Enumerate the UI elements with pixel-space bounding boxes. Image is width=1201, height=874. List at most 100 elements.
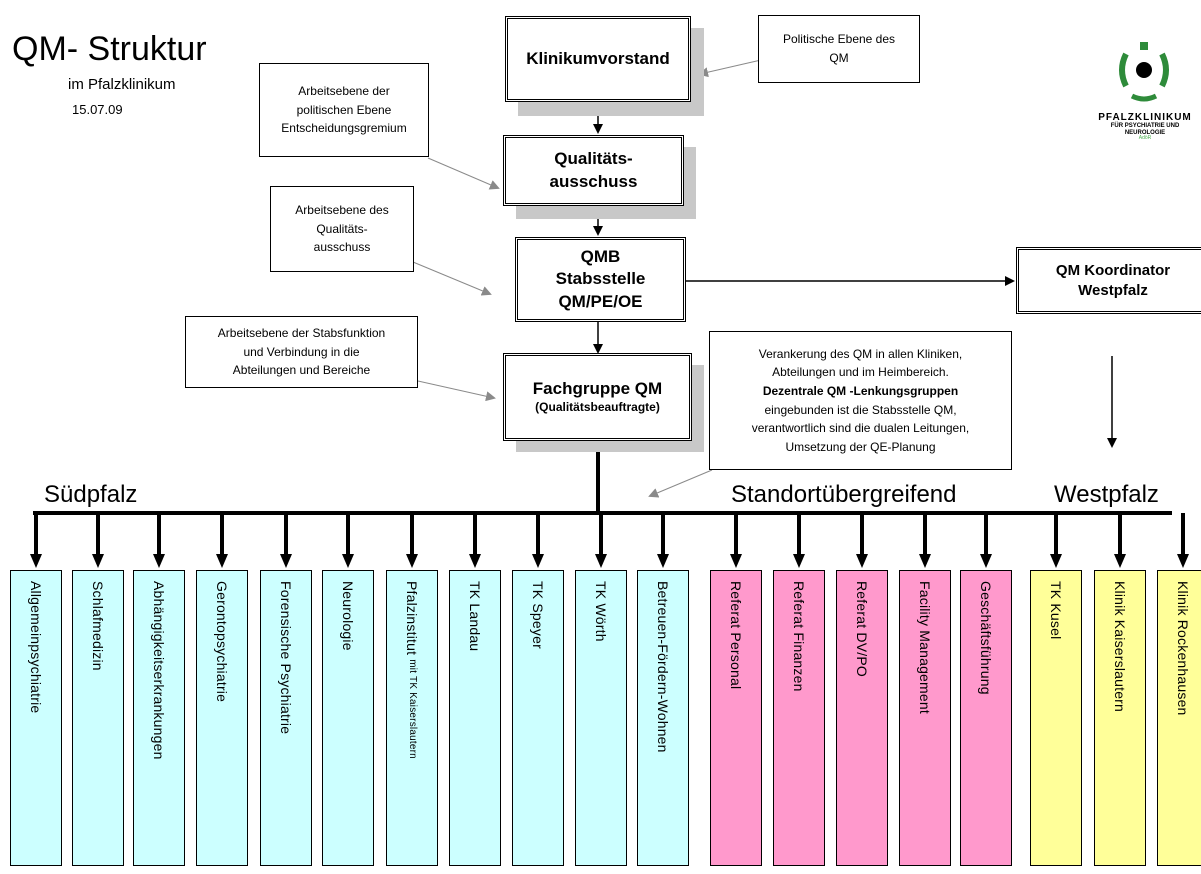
region-westpfalz: Westpfalz — [1054, 481, 1159, 508]
note-verank-line3: Dezentrale QM -Lenkungsgruppen — [762, 383, 959, 398]
logo-sub-1: FÜR PSYCHIATRIE UND — [1110, 123, 1180, 129]
region-suedpfalz: Südpfalz — [44, 481, 138, 508]
box-qmb-line3: QM/PE/OE — [558, 291, 643, 311]
column-label: TK Landau — [467, 581, 483, 652]
column-gerontopsychiatrie: Gerontopsychiatrie — [196, 570, 248, 866]
box-qm-koordinator: QM Koordinator Westpfalz — [1016, 247, 1201, 314]
column-arrow-head — [532, 554, 544, 568]
note-arbeit2-line3: ausschuss — [313, 240, 371, 255]
page-title: QM- Struktur — [12, 30, 207, 68]
note-verank-line5: verantwortlich sind die dualen Leitungen… — [751, 421, 970, 436]
column-arrow-head — [793, 554, 805, 568]
note-politik-line2: QM — [829, 51, 849, 65]
box-qmb-line1: QMB — [580, 247, 621, 267]
note-arbeit3-line1: Arbeitsebene der Stabsfunktion — [217, 326, 386, 341]
note-verank-line1: Verankerung des QM in allen Kliniken, — [758, 346, 963, 361]
column-pfalzinstitut: Pfalzinstitut mit TK Kaiserslautern — [386, 570, 438, 866]
column-schlafmedizin: Schlafmedizin — [72, 570, 124, 866]
column-label: Neurologie — [340, 581, 356, 651]
column-referat-finanzen: Referat Finanzen — [773, 570, 825, 866]
column-arrow-head — [469, 554, 481, 568]
column-tk-kusel: TK Kusel — [1030, 570, 1082, 866]
box-qmb-line2: Stabsstelle — [555, 269, 646, 289]
box-fachgruppe-qm: Fachgruppe QM (Qualitätsbeauftragte) — [503, 353, 692, 441]
note-arbeit3-line3: Abteilungen und Bereiche — [232, 363, 371, 378]
column-forensische-psychiatrie: Forensische Psychiatrie — [260, 570, 312, 866]
column-arrow-head — [919, 554, 931, 568]
box-ausschuss-line2: ausschuss — [549, 171, 638, 191]
note-verankerung: Verankerung des QM in allen Kliniken, Ab… — [709, 331, 1012, 470]
column-label-small: mit TK Kaiserslautern — [407, 659, 418, 759]
column-arrow-head — [1114, 554, 1126, 568]
column-arrow-head — [280, 554, 292, 568]
logo-text: PFALZKLINIKUM FÜR PSYCHIATRIE UND NEUROL… — [1095, 112, 1195, 142]
column-label: Pfalzinstitut mit TK Kaiserslautern — [404, 581, 420, 759]
column-label: Forensische Psychiatrie — [278, 581, 294, 735]
note-arbeit3-line2: und Verbindung in die — [243, 344, 360, 359]
column-label: TK Speyer — [530, 581, 546, 649]
column-arrow-head — [406, 554, 418, 568]
logo-sub-2: NEUROLOGIE — [1124, 129, 1166, 136]
column-arrow-head — [657, 554, 669, 568]
note-verank-line6: Umsetzung der QE-Planung — [785, 439, 936, 454]
column-label: Referat Personal — [728, 581, 744, 690]
column-label: Betreuen-Fördern-Wohnen — [655, 581, 671, 753]
note-arbeit1-line2: politischen Ebene — [296, 102, 392, 117]
column-arrow-head — [980, 554, 992, 568]
column-label: Gerontopsychiatrie — [214, 581, 230, 703]
column-arrow-head — [30, 554, 42, 568]
column-arrow-head — [216, 554, 228, 568]
column-label: Abhängigkeitserkrankungen — [151, 581, 167, 760]
note-arbeit2-line1: Arbeitsebene des — [295, 203, 389, 218]
column-label: Geschäftsführung — [978, 581, 994, 695]
page-date: 15.07.09 — [72, 102, 123, 117]
note-verank-line4: eingebunden ist die Stabsstelle QM, — [764, 402, 957, 417]
column-label: TK Kusel — [1048, 581, 1064, 640]
page-subtitle: im Pfalzklinikum — [68, 76, 176, 93]
column-arrow-head — [856, 554, 868, 568]
note-arbeitsebene-stabsfunktion: Arbeitsebene der Stabsfunktion und Verbi… — [185, 316, 418, 388]
column-arrow-head — [1050, 554, 1062, 568]
box-klinikumvorstand: Klinikumvorstand — [505, 16, 691, 102]
column-label: Schlafmedizin — [90, 581, 106, 671]
box-koordinator-line2: Westpfalz — [1078, 281, 1148, 299]
note-politik-line1: Politische Ebene des — [782, 32, 896, 47]
box-koordinator-line1: QM Koordinator — [1055, 262, 1171, 279]
column-arrow-head — [153, 554, 165, 568]
note-arbeit1-line1: Arbeitsebene der — [298, 84, 390, 99]
column-arrow-head — [92, 554, 104, 568]
box-fachgruppe-line2: (Qualitätsbeauftragte) — [535, 400, 660, 415]
note-arbeit2-line2: Qualitäts- — [316, 221, 368, 236]
column-label: Referat Finanzen — [791, 581, 807, 692]
pointer-politik — [698, 59, 762, 78]
column-arrow-head — [342, 554, 354, 568]
column-label: Allgemeinpsychiatrie — [28, 581, 44, 714]
box-fachgruppe-line1: Fachgruppe QM — [532, 379, 663, 399]
column-label: Facility Management — [917, 581, 933, 714]
pointer-verankerung — [648, 469, 713, 498]
logo-tiny: AdöR — [1138, 135, 1152, 142]
region-standortuebergreifend: Standortübergreifend — [731, 481, 957, 508]
column-neurologie: Neurologie — [322, 570, 374, 866]
column-arrow-head — [1177, 554, 1189, 568]
note-politische-ebene: Politische Ebene des QM — [758, 15, 920, 83]
pfalzklinikum-logo-icon — [1119, 42, 1169, 102]
note-verank-line2: Abteilungen und im Heimbereich. — [772, 365, 949, 380]
note-arbeitsebene-politisch: Arbeitsebene der politischen Ebene Entsc… — [259, 63, 429, 157]
column-allgemeinpsychiatrie: Allgemeinpsychiatrie — [10, 570, 62, 866]
column-arrows — [30, 513, 1189, 568]
column-label: Klinik Rockenhausen — [1175, 581, 1191, 716]
pointer-arbeit3 — [417, 380, 496, 402]
column-arrow-head — [730, 554, 742, 568]
pointer-arbeit1 — [427, 157, 500, 190]
note-arbeit1-line3: Entscheidungsgremium — [281, 121, 407, 136]
column-betreuen-foerdern-wohnen: Betreuen-Fördern-Wohnen — [637, 570, 689, 866]
column-label: Referat DV/PO — [854, 581, 870, 677]
column-klinik-kaiserslautern: Klinik Kaiserslautern — [1094, 570, 1146, 866]
box-qmb-stabsstelle: QMB Stabsstelle QM/PE/OE — [515, 237, 686, 322]
column-tk-speyer: TK Speyer — [512, 570, 564, 866]
column-arrow-head — [595, 554, 607, 568]
column-label: TK Wörth — [593, 581, 609, 642]
pointer-arbeit2 — [412, 261, 492, 296]
